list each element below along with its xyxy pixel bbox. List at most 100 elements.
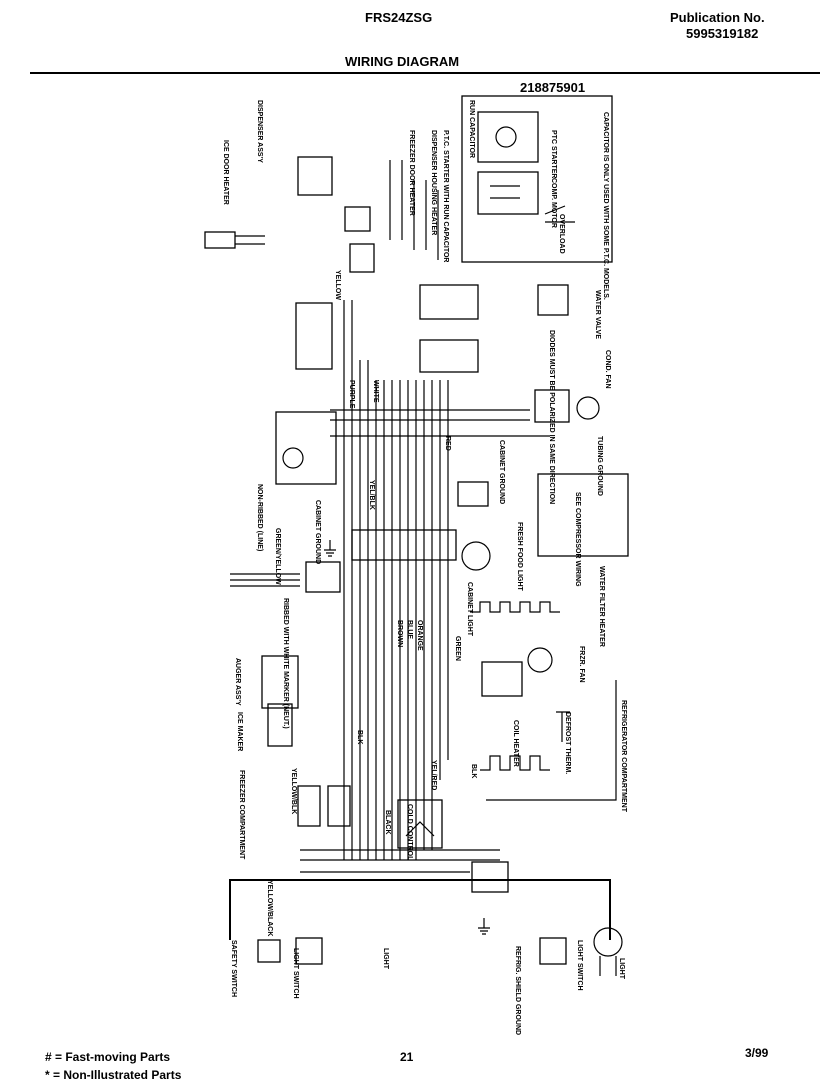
wire-label-purple: PURPLE (348, 380, 355, 409)
main-harness-center (383, 380, 417, 860)
fresh-food-light-bulb (461, 541, 491, 571)
light-2-socket (599, 956, 617, 976)
dispenser-connector (297, 156, 333, 196)
line-connector (305, 561, 341, 593)
relay-block-lower (419, 339, 479, 373)
wire-label-blk-2: BLK (470, 764, 477, 778)
ptc-starter-symbol (495, 126, 517, 148)
label-non-ribbed-line: NON-RIBBED (LINE) (256, 484, 263, 551)
fresh-food-light-socket (457, 481, 489, 507)
label-ptc-starter-note: P.T.C. STARTER WITH RUN CAPACITOR (442, 130, 449, 262)
ice-maker-connector (267, 703, 293, 747)
legend-non-illustrated: * = Non-Illustrated Parts (45, 1068, 182, 1082)
coil-heater-element (480, 755, 550, 771)
freezer-connector-right (327, 785, 351, 827)
label-cond-fan: COND. FAN (604, 350, 611, 389)
see-compressor-wiring-box (537, 473, 629, 557)
label-water-valve: WATER VALVE (594, 290, 601, 339)
label-capacitor-note: CAPACITOR IS ONLY USED WITH SOME P.T.C. … (602, 112, 609, 300)
cabinet-ground-icon (324, 540, 336, 557)
label-coil-heater: COIL HEATER (512, 720, 519, 767)
wire-label-green: GREEN (454, 636, 461, 661)
label-light: LIGHT (382, 948, 389, 970)
label-comp-motor: COMP. MOTOR (550, 178, 557, 228)
timer-symbol (282, 447, 304, 469)
label-light-switch-2: LIGHT SWITCH (576, 940, 583, 991)
freezer-fan-motor (527, 647, 553, 673)
wire-label-black: BLACK (384, 810, 391, 835)
revision-date: 3/99 (745, 1046, 769, 1060)
cold-control-box (397, 799, 443, 849)
cold-control-switch (405, 821, 435, 837)
refrigerator-return-wire (486, 680, 617, 801)
label-run-capacitor: RUN CAPACITOR (468, 100, 475, 158)
compressor-box (461, 95, 613, 263)
wire-label-yellow-black: YELLOW/BLACK (266, 880, 273, 936)
label-fresh-food-light: FRESH FOOD LIGHT (516, 522, 523, 592)
label-auger-assy: AUGER ASS'Y (234, 658, 241, 706)
cond-fan-motor (576, 396, 600, 420)
bottom-loop (229, 879, 611, 940)
label-overload: OVERLOAD (558, 214, 565, 254)
label-ice-door-heater: ICE DOOR HEATER (222, 140, 229, 205)
main-harness-left (343, 300, 377, 860)
label-ptc-starter: PTC STARTER (550, 130, 557, 178)
comp-motor-box (477, 171, 539, 215)
wire-label-orange: ORANGE (416, 620, 423, 651)
shield-ground-icon (478, 918, 490, 935)
wire-label-blk: BLK (356, 730, 363, 744)
label-ice-maker: ICE MAKER (236, 712, 243, 751)
label-cabinet-light: CABINET LIGHT (466, 582, 473, 637)
part-number: 218875901 (520, 80, 585, 95)
defrost-therm-symbol (556, 711, 570, 742)
label-see-compressor-wiring: SEE COMPRESSOR WIRING (574, 492, 581, 587)
label-cabinet-ground-2: CABINET GROUND (498, 440, 505, 504)
wire-label-blue: BLUE (406, 620, 413, 639)
wire-label-yel-blk: YEL/BLK (368, 480, 375, 510)
water-filter-heater-element (470, 601, 560, 613)
overload-symbol (544, 205, 575, 223)
upper-crossovers (330, 409, 550, 437)
label-water-filter-heater: WATER FILTER HEATER (598, 566, 605, 647)
main-harness-right (423, 380, 449, 850)
label-ribbed-neutral: RIBBED WITH WHITE MARKER (NEUT.) (282, 598, 289, 729)
ice-door-heater-wires (235, 235, 265, 245)
model-number: FRS24ZSG (365, 10, 433, 25)
label-light-switch: LIGHT SWITCH (292, 948, 299, 999)
publication-number: 5995319182 (686, 26, 759, 41)
safety-switch-body (257, 939, 281, 963)
wire-label-yellow: YELLOW (334, 270, 341, 300)
header-rule (30, 72, 820, 74)
light-2-bulb (593, 927, 623, 957)
label-cold-control: COLD CONTROL (406, 804, 413, 861)
run-capacitor-box (477, 111, 539, 163)
relay-block-upper (419, 284, 479, 320)
freezer-connector-left (297, 785, 321, 827)
light-switch-2-body (539, 937, 567, 965)
cond-fan-connector (534, 389, 570, 423)
main-junction-block (295, 302, 333, 370)
motor-windings (490, 185, 520, 199)
label-defrost-therm: DEFROST THERM. (564, 712, 571, 774)
label-refrig-shield-ground: REFRIG. SHIELD GROUND (514, 946, 521, 1035)
dispenser-pin-connector (344, 206, 371, 232)
label-green-yellow: GREEN/YELLOW (274, 528, 281, 585)
lower-crossovers (300, 849, 500, 873)
label-frzr-fan: FRZR. FAN (578, 646, 585, 683)
diagram-title: WIRING DIAGRAM (345, 54, 460, 69)
wire-label-brown: BROWN (396, 620, 403, 647)
ice-door-heater-plug (204, 231, 236, 249)
label-freezer-compartment: FREEZER COMPARTMENT (238, 770, 245, 860)
label-freezer-door-heater: FREEZER DOOR HEATER (408, 130, 415, 216)
light-switch-body (295, 937, 323, 965)
lower-junction-block (471, 861, 509, 893)
power-cord (230, 573, 300, 587)
page-number: 21 (400, 1050, 414, 1064)
wire-label-yel-red: YEL/RED (430, 760, 437, 790)
publication-label: Publication No. (670, 10, 765, 25)
label-dispenser-housing-heater: DISPENSER HOUSING HEATER (430, 130, 437, 235)
label-dispenser-assy: DISPENSER ASS'Y (256, 100, 263, 163)
label-diodes-note: DIODES MUST BE POLARIZED IN SAME DIRECTI… (548, 330, 555, 504)
dispenser-heater-leads (389, 160, 439, 260)
